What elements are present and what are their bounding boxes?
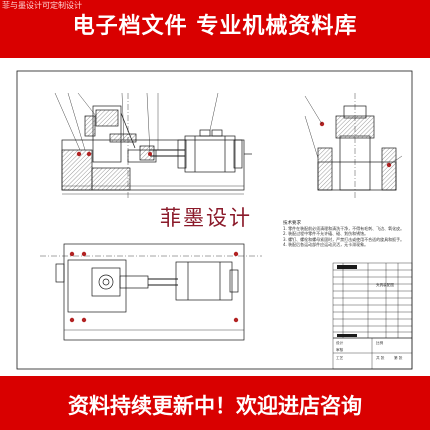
note-line: 3. 螺钉、螺栓和螺母紧固时，严禁打击或使用不合适的旋具和扳手。 — [283, 236, 405, 242]
title-block-design: 设计 — [336, 341, 344, 345]
technical-requirements: 技术要求 1. 零件在装配前必须清理和清洗干净，不得有毛刺、飞边、氧化皮。 2.… — [283, 221, 404, 247]
front-view-callouts — [54, 92, 219, 157]
front-view — [61, 93, 252, 198]
designer-watermark: 菲墨设计 — [160, 206, 252, 230]
top-vise — [67, 259, 127, 313]
title-block-scale: 比例 — [376, 341, 384, 345]
parts-list — [332, 262, 413, 370]
top-view — [40, 243, 262, 341]
base-section-left — [61, 149, 93, 191]
title-block-sheets: 共 张 — [376, 356, 385, 360]
top-cylinder — [175, 261, 233, 301]
bottom-banner: 资料持续更新中！欢迎进店咨询 — [0, 376, 430, 430]
top-plate — [63, 243, 245, 341]
side-view — [304, 93, 403, 198]
air-cylinder — [184, 135, 236, 173]
banner-title: 电子档文件 专业机械资料库 — [72, 14, 358, 39]
title-block-name: 夹具装配图 — [376, 283, 394, 287]
note-line: 2. 装配过程中零件不允许磕、碰、划伤和锈蚀。 — [283, 231, 369, 237]
title-block-sheet-no: 第 张 — [394, 356, 403, 360]
top-banner: 菲与墨设计可定制设计 电子档文件 专业机械资料库 — [0, 0, 430, 58]
notes-title: 技术要求 — [283, 221, 301, 226]
assembly-drawing — [16, 70, 413, 370]
drawing-sheet: 菲墨设计 技术要求 1. 零件在装配前必须清理和清洗干净，不得有毛刺、飞边、氧化… — [0, 58, 430, 376]
title-block-process: 工艺 — [336, 356, 344, 360]
promo-slogan: 资料持续更新中！欢迎进店咨询 — [68, 394, 362, 418]
note-line: 1. 零件在装配前必须清理和清洗干净，不得有毛刺、飞边、氧化皮。 — [283, 226, 405, 232]
shop-watermark: 菲与墨设计可定制设计 — [2, 1, 82, 10]
sheet-border — [16, 70, 413, 370]
note-line: 4. 装配后各运动部件应运动灵活，无卡滞现象。 — [283, 241, 369, 247]
title-block-review: 审核 — [336, 348, 344, 352]
